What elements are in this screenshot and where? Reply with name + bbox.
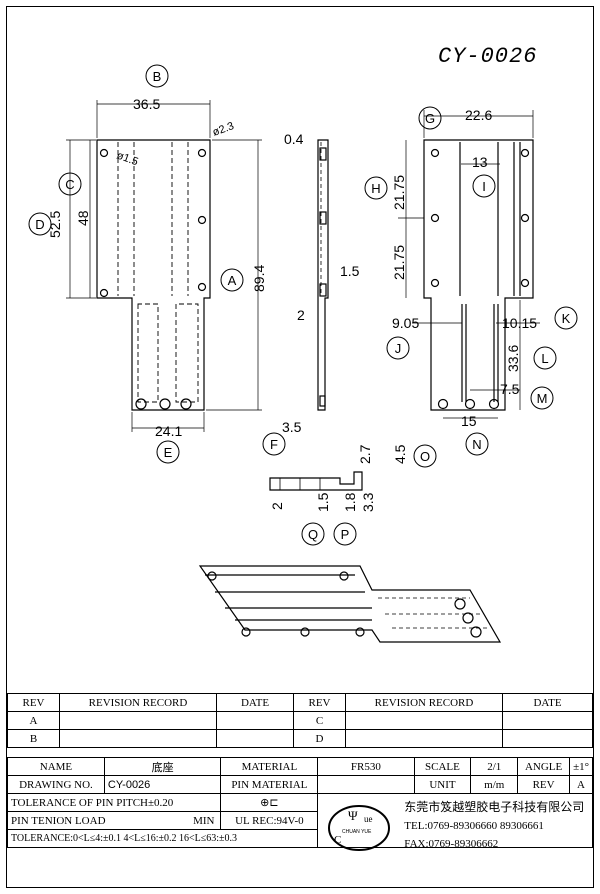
dim-1-8: 1.8 [342, 492, 358, 512]
svg-text:C: C [334, 834, 341, 846]
callout-circles [28, 64, 578, 546]
pin-material-value [317, 775, 415, 794]
rev-header: REV [7, 693, 60, 712]
pin-detail-view [269, 471, 363, 491]
svg-text:Ψ: Ψ [348, 808, 358, 823]
material-value: FR530 [317, 757, 415, 776]
drawing-no-label: DRAWING NO. [7, 775, 105, 794]
dim-4-5: 4.5 [392, 444, 408, 464]
callout-I: I [482, 179, 486, 194]
revision-table: REV REVISION RECORD DATE REV REVISION RE… [7, 693, 593, 748]
material-label: MATERIAL [220, 757, 319, 776]
tolerance-pitch: TOLERANCE OF PIN PITCH±0.20 [6, 793, 222, 812]
callout-P: P [341, 527, 350, 542]
dim-phi-1-5: ø1.5 [115, 150, 140, 169]
revision-header-row: REV REVISION RECORD DATE REV REVISION RE… [7, 693, 593, 712]
callout-K: K [562, 311, 571, 326]
angle-label: ANGLE [517, 757, 571, 776]
dim-36-5: 36.5 [133, 96, 160, 112]
rev-header-2: REV [293, 693, 346, 712]
name-label: NAME [7, 757, 105, 776]
dim-13: 13 [472, 154, 488, 170]
company-logo: Ψ ue C CHUAN YUE [324, 798, 394, 854]
callout-M: M [537, 391, 548, 406]
callout-G: G [425, 111, 435, 126]
svg-text:CHUAN YUE: CHUAN YUE [342, 829, 372, 835]
pin-material-label: PIN MATERIAL [220, 775, 319, 794]
callout-B: B [153, 69, 162, 84]
dim-7-5: 7.5 [500, 381, 520, 397]
callout-O: O [420, 449, 430, 464]
dimension-lines [66, 100, 540, 432]
name-value: 底座 [103, 757, 222, 776]
dim-9-05: 9.05 [392, 315, 419, 331]
revision-row: A C [7, 711, 593, 730]
dim-48: 48 [75, 210, 91, 226]
pin-tension-label: PIN TENION LOAD [11, 814, 106, 827]
drawing-title: CY-0026 [438, 44, 538, 69]
angle-value: ±1° [569, 757, 593, 776]
callout-D: D [35, 217, 44, 232]
callout-Q: Q [308, 527, 318, 542]
callout-E: E [164, 445, 173, 460]
front-view [96, 139, 211, 411]
company-tel: TEL:0769-89306660 89306661 [404, 820, 544, 832]
dim-2-b: 2 [269, 502, 285, 510]
scale-value: 2/1 [470, 757, 519, 776]
dim-1-5: 1.5 [340, 263, 360, 279]
unit-value: m/m [470, 775, 519, 794]
right-view [423, 139, 534, 411]
pin-tension-min: MIN [193, 814, 215, 827]
dim-89-4: 89.4 [251, 265, 267, 292]
unit-label: UNIT [413, 775, 472, 794]
company-block: Ψ ue C CHUAN YUE 东莞市笈越塑胶电子科技有限公司 TEL:076… [317, 793, 593, 851]
tolerance-line: TOLERANCE:0<L≤4:±0.1 4<L≤16:±0.2 16<L≤63… [6, 829, 319, 848]
dim-3-3: 3.3 [360, 492, 376, 512]
callout-N: N [472, 437, 481, 452]
dim-22-6: 22.6 [465, 107, 492, 123]
rev-label: REV [517, 775, 571, 794]
dim-24-1: 24.1 [155, 423, 182, 439]
title-block: NAME 底座 MATERIAL FR530 SCALE 2/1 ANGLE ±… [6, 757, 593, 851]
dim-52-5: 52.5 [47, 211, 63, 238]
dim-2-7: 2.7 [357, 444, 373, 464]
svg-text:ue: ue [364, 814, 373, 824]
callout-H: H [371, 181, 380, 196]
sheet-border [6, 6, 594, 888]
date-header: DATE [216, 693, 294, 712]
dim-21-75-b: 21.75 [391, 245, 407, 280]
isometric-view [198, 565, 502, 643]
dim-phi-2-3: ø2.3 [211, 120, 236, 139]
dim-2: 2 [297, 307, 305, 323]
scale-label: SCALE [413, 757, 472, 776]
dim-3-5: 3.5 [282, 419, 302, 435]
dim-10-15: 10.15 [502, 315, 537, 331]
drawing-no-value: CY-0026 [103, 775, 222, 794]
callout-L: L [541, 351, 548, 366]
callout-J: J [395, 341, 402, 356]
callout-A: A [228, 273, 237, 288]
symbol-cell: ⊕⊏ [220, 793, 319, 812]
revision-record-header-2: REVISION RECORD [345, 693, 503, 712]
ul-rec: UL REC:94V-0 [220, 811, 319, 830]
dim-1-5-b: 1.5 [315, 492, 331, 512]
dim-33-6: 33.6 [505, 345, 521, 372]
dim-21-75-a: 21.75 [391, 175, 407, 210]
callout-F: F [270, 437, 278, 452]
callout-C: C [65, 177, 74, 192]
dim-0-4: 0.4 [284, 131, 304, 147]
dim-15: 15 [461, 413, 477, 429]
side-view [317, 139, 329, 411]
company-name: 东莞市笈越塑胶电子科技有限公司 [404, 800, 585, 814]
revision-record-header: REVISION RECORD [59, 693, 217, 712]
pin-tension-row: PIN TENION LOAD MIN [6, 811, 222, 830]
company-fax: FAX:0769-89306662 [404, 838, 499, 850]
revision-row: B D [7, 729, 593, 748]
technical-drawing: 36.5 52.5 48 89.4 24.1 ø2.3 ø1.5 0.4 1.5… [28, 64, 578, 643]
date-header-2: DATE [502, 693, 593, 712]
rev-value: A [569, 775, 593, 794]
